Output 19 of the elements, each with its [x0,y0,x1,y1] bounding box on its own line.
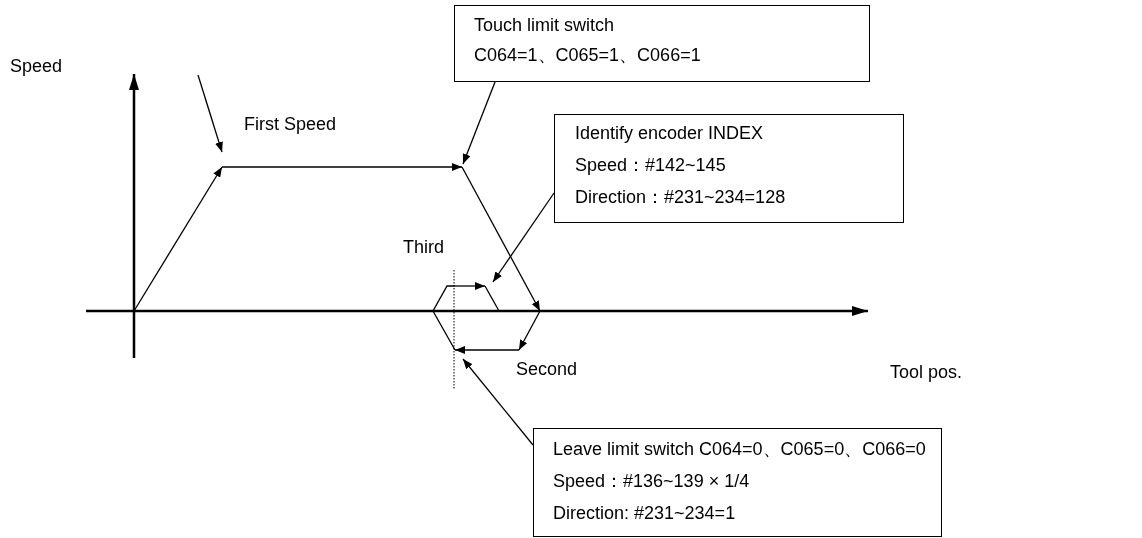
axis-label: Third [403,236,444,258]
callout-text: Speed：#142~145 [575,154,727,176]
callout-box [454,5,870,82]
callout-text: Direction：#231~234=128 [575,186,787,208]
callout-text: Speed：#136~139 × 1/4 [553,470,751,492]
leader-line [462,358,534,446]
callout-box [533,428,942,537]
callout-text: Identify encoder INDEX [575,122,765,144]
leader-line [492,192,555,283]
axis-label: Tool pos. [890,361,963,383]
axis-label: Speed [10,55,63,77]
axis-label: Second [516,358,578,380]
callout-text: C064=1、C065=1、C066=1 [474,44,702,66]
leader-line [462,81,496,165]
callout-text: Leave limit switch C064=0、C065=0、C066=0 [553,438,927,460]
callout-box [554,114,904,223]
callout-text: Touch limit switch [474,14,616,36]
callout-text: Direction: #231~234=1 [553,502,737,524]
axis-label: First Speed [244,113,337,135]
